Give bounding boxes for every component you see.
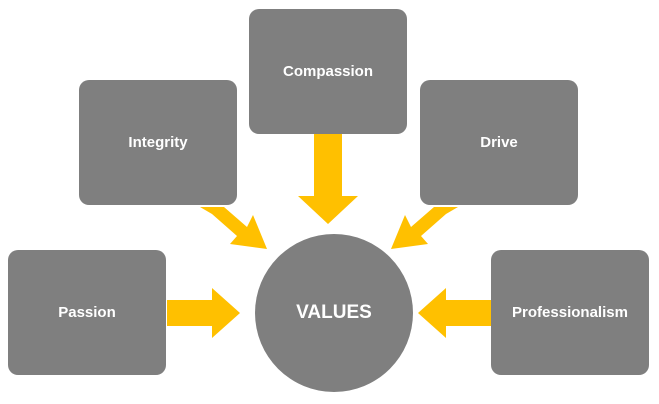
value-label-drive: Drive	[480, 134, 518, 151]
value-box-passion: Passion	[8, 250, 166, 375]
value-label-integrity: Integrity	[128, 134, 188, 151]
value-label-professionalism: Professionalism	[512, 304, 628, 321]
value-box-compassion: Compassion	[249, 9, 407, 134]
value-box-integrity: Integrity	[79, 80, 237, 205]
center-circle-values: VALUES	[255, 234, 413, 392]
center-label: VALUES	[296, 302, 372, 323]
value-box-drive: Drive	[420, 80, 578, 205]
arrow-professionalism	[418, 288, 491, 338]
value-box-professionalism: Professionalism	[491, 250, 649, 375]
arrow-drive	[391, 207, 458, 249]
arrow-integrity	[200, 207, 267, 249]
value-label-compassion: Compassion	[282, 63, 373, 80]
value-label-passion: Passion	[58, 304, 116, 321]
arrow-passion	[167, 288, 240, 338]
arrow-compassion	[298, 134, 358, 224]
